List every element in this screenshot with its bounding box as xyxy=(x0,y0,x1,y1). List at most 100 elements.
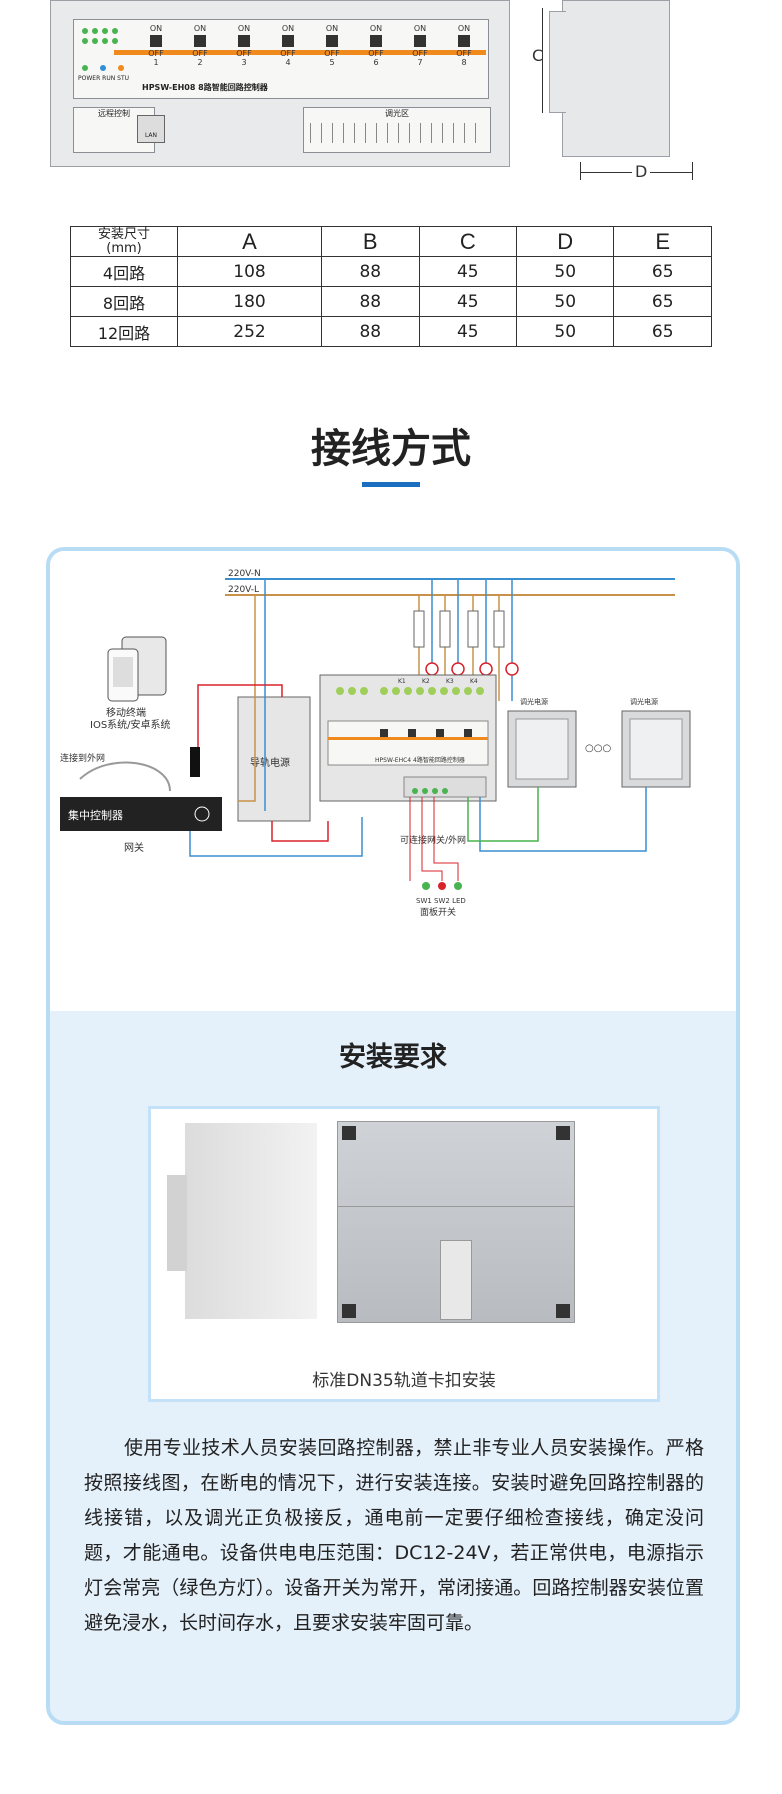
switch-on-label: ON xyxy=(325,24,339,33)
switch-number: 2 xyxy=(197,58,203,67)
controller-model-label: HPSW-EHC4 4路智能回路控制器 xyxy=(375,756,465,764)
ellipsis: ○○○ xyxy=(585,743,611,754)
spec-table: 安装尺寸 (mm) A B C D E 4回路 108 88 45 50 65 … xyxy=(70,226,712,347)
switch-number: 5 xyxy=(329,58,335,67)
switch-knob xyxy=(238,35,250,47)
controller-4ch: HPSW-EHC4 4路智能回路控制器 K1 K2 K3 K4 xyxy=(319,674,497,802)
orange-bar xyxy=(114,50,486,55)
cell: 45 xyxy=(418,316,518,347)
cell: 108 xyxy=(176,256,323,287)
table-row: 12回路 252 88 45 50 65 xyxy=(70,316,712,347)
switch-off-label: OFF xyxy=(192,49,208,58)
switch-on-label: ON xyxy=(369,24,383,33)
dim-area-label: 调光区 xyxy=(385,109,409,118)
gateway-ext-label: 可连接网关/外网 xyxy=(400,834,466,846)
power-plug-icon xyxy=(190,747,200,777)
panel-switch-label: 面板开关 xyxy=(420,906,456,918)
install-caption: 标准DN35轨道卡扣安装 xyxy=(312,1371,496,1391)
mobile-label: 移动终端 xyxy=(106,706,146,719)
switch-knob xyxy=(150,35,162,47)
row-label: 8回路 xyxy=(70,286,178,317)
line-l-label: 220V-L xyxy=(228,585,259,595)
switch-on-label: ON xyxy=(413,24,427,33)
switch-number: 3 xyxy=(241,58,247,67)
dim-area-block: 调光区 xyxy=(303,107,491,153)
controller-side-view xyxy=(549,0,670,157)
wiring-section-title: 接线方式 xyxy=(311,426,471,472)
switch-off-label: OFF xyxy=(280,49,296,58)
os-label: IOS系统/安卓系统 xyxy=(90,718,171,731)
switch-on-label: ON xyxy=(237,24,251,33)
k3-label: K3 xyxy=(446,678,454,685)
switch-off-label: OFF xyxy=(236,49,252,58)
din-psu: 导轨电源 xyxy=(237,696,311,822)
led-green xyxy=(112,28,118,34)
side-rail-clip xyxy=(549,11,566,113)
switch-knob xyxy=(194,35,206,47)
terminal-strip xyxy=(310,123,484,143)
external-net-label: 连接到外网 xyxy=(60,752,105,764)
dim-d-label: D xyxy=(632,162,651,181)
row-label: 4回路 xyxy=(70,256,178,287)
gateway-label: 网关 xyxy=(124,841,144,854)
led-labels: POWER RUN STU xyxy=(78,75,130,82)
header-col-c: C xyxy=(418,226,518,257)
spec-table-header: 安装尺寸 (mm) A B C D E xyxy=(70,226,712,257)
cell: 65 xyxy=(613,286,712,317)
lan-port: LAN xyxy=(137,115,165,143)
install-photo-box: 标准DN35轨道卡扣安装 xyxy=(148,1106,660,1402)
lan-label: LAN xyxy=(144,132,158,139)
switch-on-label: ON xyxy=(281,24,295,33)
wiring-diagram: 220V-N 220V-L xyxy=(50,551,736,1011)
switch-off-label: OFF xyxy=(412,49,428,58)
cell: 45 xyxy=(418,256,518,287)
cell: 65 xyxy=(613,316,712,347)
dim-c-label: C xyxy=(532,46,544,65)
install-section-title: 安装要求 xyxy=(339,1042,447,1073)
switch-on-label: ON xyxy=(193,24,207,33)
led-green xyxy=(82,38,88,44)
led-green xyxy=(102,38,108,44)
switch-knob xyxy=(370,35,382,47)
dimmer-power-1 xyxy=(507,710,577,788)
cell: 45 xyxy=(418,286,518,317)
header-col-d: D xyxy=(515,226,615,257)
switch-off-label: OFF xyxy=(368,49,384,58)
switch-on-label: ON xyxy=(457,24,471,33)
switch-off-label: OFF xyxy=(148,49,164,58)
controller-side-photo xyxy=(167,1123,317,1319)
dim-d-tick-left xyxy=(580,162,581,180)
led-green xyxy=(92,38,98,44)
switch-knob xyxy=(458,35,470,47)
dim-c-line xyxy=(542,8,543,113)
led-green xyxy=(102,28,108,34)
switch-off-label: OFF xyxy=(456,49,472,58)
led-green xyxy=(92,28,98,34)
wiring-install-card: 220V-N 220V-L xyxy=(46,547,740,1725)
controller-back-photo xyxy=(337,1121,575,1323)
cell: 88 xyxy=(321,316,420,347)
cell: 252 xyxy=(176,316,323,347)
dimmer-power-2 xyxy=(621,710,691,788)
psu-label: 导轨电源 xyxy=(250,756,290,769)
title-underline xyxy=(362,482,420,487)
switch-number: 7 xyxy=(417,58,423,67)
mobile-terminal-icon xyxy=(107,636,167,702)
k2-label: K2 xyxy=(422,678,430,685)
panel-switch-labels: SW1 SW2 LED xyxy=(416,897,466,905)
dimmer-label-1: 调光电源 xyxy=(520,697,548,706)
stu-led xyxy=(118,65,124,71)
switch-number: 1 xyxy=(153,58,159,67)
header-col-e: E xyxy=(613,226,712,257)
k1-label: K1 xyxy=(398,678,406,685)
